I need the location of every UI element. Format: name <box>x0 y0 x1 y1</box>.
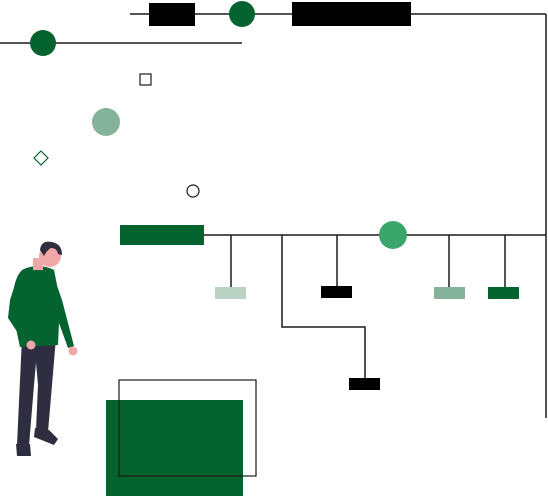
top-node-circle <box>229 1 255 27</box>
green-panel <box>106 400 243 496</box>
branch-block-green <box>488 287 519 299</box>
middle-green-block <box>120 225 204 245</box>
person-left-shoe <box>16 444 31 456</box>
branch-line-2 <box>281 235 366 378</box>
branch-block-bottom <box>349 378 380 390</box>
person-left-leg <box>17 338 38 446</box>
branch-block-sage <box>434 287 465 299</box>
person-neck <box>33 258 43 270</box>
top-block-large <box>292 2 411 26</box>
person-figure <box>8 241 78 456</box>
person-hair <box>40 241 62 256</box>
left-node-circle <box>30 30 56 56</box>
circle-outline-icon <box>186 184 200 198</box>
person-left-arm <box>8 275 30 342</box>
square-icon <box>139 73 152 86</box>
person-right-arm <box>55 280 74 348</box>
top-network <box>130 1 547 418</box>
diamond-icon <box>33 150 49 166</box>
middle-node-circle <box>379 221 407 249</box>
middle-network <box>120 221 546 390</box>
top-block-small <box>149 3 195 26</box>
left-network <box>0 30 242 56</box>
person-right-hand <box>68 346 78 356</box>
person-right-leg <box>34 338 56 432</box>
person-right-shoe <box>34 428 58 445</box>
branch-block-pale <box>215 287 246 299</box>
branch-block-black <box>321 286 352 298</box>
person-left-hand <box>26 340 36 350</box>
outline-panel <box>118 379 257 477</box>
bottom-panels <box>106 379 257 496</box>
sage-circle-decoration <box>92 108 120 136</box>
